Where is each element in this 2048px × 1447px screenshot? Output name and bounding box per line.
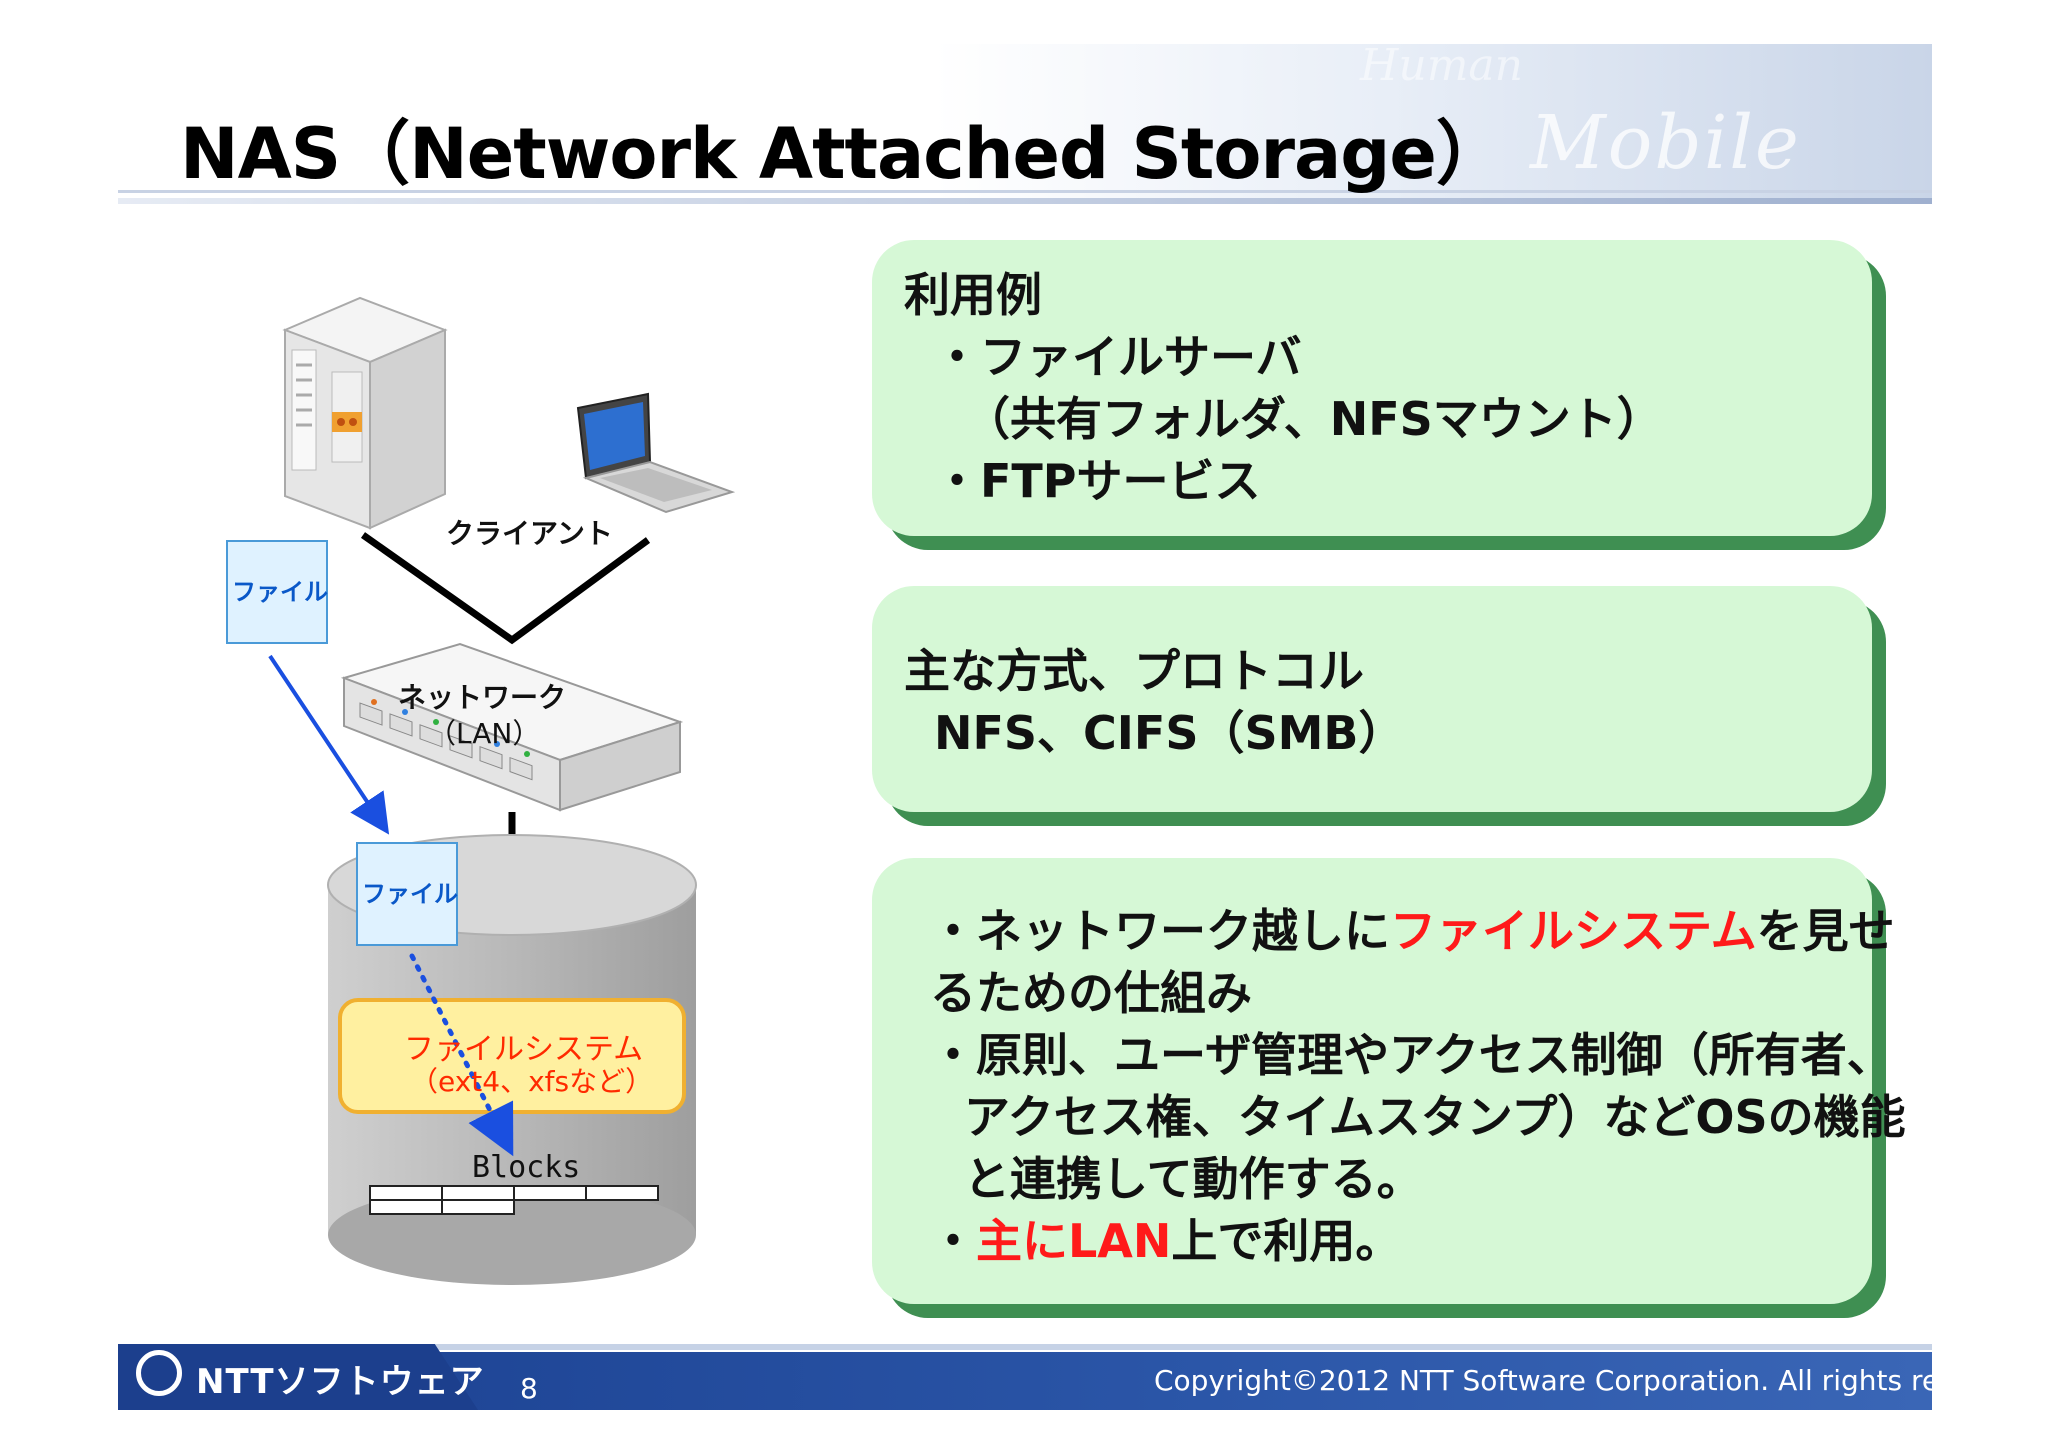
file-to-blocks-arrow (409, 953, 514, 1157)
description-line-1-a: ・ネットワーク越しに (930, 904, 1390, 958)
description-box: ・ネットワーク越しにファイルシステムを見せ るための仕組み ・原則、ユーザ管理や… (872, 858, 1906, 1304)
footer-top-line (118, 1344, 1932, 1350)
usage-example-ftp: ・FTPサービス (934, 454, 1261, 508)
client-label: クライアント (446, 517, 613, 550)
blocks-table (369, 1185, 659, 1215)
filesystem-label: ファイルシステム (404, 1032, 644, 1067)
usage-example-file-server-detail: （共有フォルダ、NFSマウント） (964, 392, 1663, 446)
description-line-2: るための仕組み (930, 966, 1252, 1020)
description-line-5: と連携して動作する。 (964, 1152, 1423, 1206)
description-highlight-filesystem: ファイルシステム (1390, 904, 1757, 958)
description-line-1: ・ネットワーク越しにファイルシステムを見せ (930, 900, 1895, 962)
protocols-list: NFS、CIFS（SMB） (934, 706, 1405, 760)
description-line-6-bullet: ・ (930, 1214, 976, 1268)
description-line-6-c: 上で利用。 (1171, 1214, 1402, 1268)
file-transfer-arrow (268, 654, 390, 835)
server-icon (282, 296, 448, 530)
page-title: NAS（Network Attached Storage） (180, 113, 1506, 195)
page-number: 8 (520, 1372, 538, 1405)
description-line-4: アクセス権、タイムスタンプ）などOSの機能 (964, 1090, 1906, 1144)
blocks-label: Blocks (472, 1150, 581, 1185)
laptop-icon (576, 392, 736, 514)
file-document-icon-2: ファイル (356, 842, 458, 946)
network-label-lan: （LAN） (428, 717, 541, 750)
network-switch-icon (340, 642, 684, 812)
header-watermark: Mobile (1530, 100, 1801, 186)
ntt-logo-icon (136, 1350, 182, 1396)
description-line-1-c: を見せ (1756, 904, 1895, 958)
usage-examples-heading: 利用例 (904, 268, 1042, 322)
protocols-heading: 主な方式、プロトコル (904, 644, 1364, 698)
copyright-text: Copyright©2012 NTT Software Corporation.… (1154, 1364, 2043, 1397)
protocols-box: 主な方式、プロトコル NFS、CIFS（SMB） (872, 586, 1872, 812)
network-label: ネットワーク (398, 681, 567, 714)
file-document-label-2: ファイル (362, 880, 458, 908)
description-line-6: ・主にLAN上で利用。 (930, 1210, 1401, 1272)
usage-example-file-server: ・ファイルサーバ (934, 330, 1302, 384)
header-rule-gradient (118, 198, 1932, 204)
file-document-icon: ファイル (226, 540, 328, 644)
usage-examples-box: 利用例 ・ファイルサーバ （共有フォルダ、NFSマウント） ・FTPサービス (872, 240, 1872, 536)
footer-logo-text: NTTソフトウェア (196, 1362, 485, 1402)
description-line-3: ・原則、ユーザ管理やアクセス制御（所有者、 (930, 1028, 1893, 1082)
description-highlight-lan: 主にLAN (976, 1214, 1172, 1268)
header-band (118, 44, 1932, 204)
filesystem-examples: （ext4、xfsなど） (410, 1065, 654, 1098)
connection-lines (360, 532, 651, 645)
header-rule (118, 190, 1932, 193)
file-document-label: ファイル (232, 578, 328, 606)
header-watermark-secondary: Human (1360, 40, 1524, 91)
